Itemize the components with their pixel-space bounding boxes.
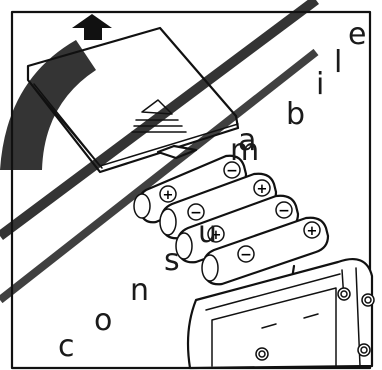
plus-sign: + (257, 182, 268, 197)
watermark-letter: u (198, 215, 217, 250)
watermark-letter: o (94, 303, 112, 338)
plus-sign: + (307, 224, 318, 239)
watermark-letter: i (316, 67, 324, 102)
spring-contact (362, 294, 374, 306)
watermark-letter: l (334, 45, 342, 80)
minus-sign: − (240, 247, 252, 263)
watermark-letter: c (58, 329, 75, 364)
spring-contact (338, 288, 350, 300)
watermark-letter: e (348, 17, 366, 52)
spring-contact (358, 344, 370, 356)
watermark-letter: a (238, 123, 256, 158)
spring-contact (256, 348, 268, 360)
watermark-letter: n (130, 273, 149, 308)
minus-sign: − (278, 203, 290, 219)
watermark-letter: b (286, 97, 305, 132)
plus-sign: + (163, 188, 174, 203)
watermark-letter: s (164, 243, 180, 278)
up-arrow-icon (72, 14, 112, 40)
